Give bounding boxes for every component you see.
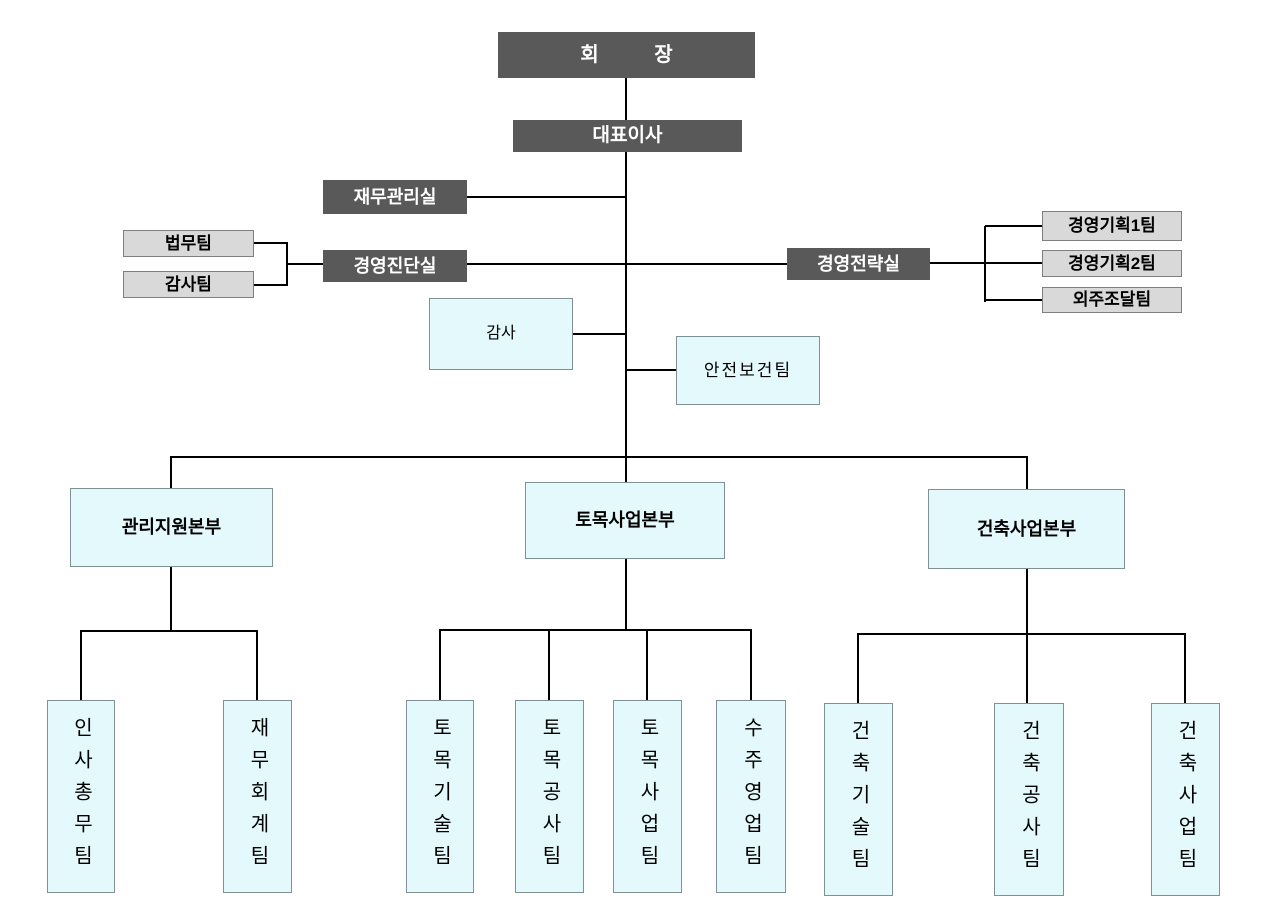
connector-civil-row (439, 629, 752, 631)
connector-drop-order-sales (750, 629, 752, 700)
audit-dept-team-label: 감사팀 (165, 274, 212, 294)
org-node-arch-biz-team: 건축사업팀 (1151, 703, 1220, 896)
org-node-arch-div: 건축사업본부 (928, 489, 1125, 569)
mgmt-strategy-office-label: 경영전략실 (817, 253, 900, 274)
civil-tech-team-label: 토목기술팀 (429, 716, 451, 877)
org-node-planning-team-1: 경영기획1팀 (1042, 211, 1182, 241)
org-node-auditor: 감사 (429, 298, 573, 370)
connector-drop-arch-div (1026, 456, 1028, 489)
order-sales-team-label: 수주영업팀 (740, 716, 762, 877)
org-node-legal-team: 법무팀 (123, 230, 254, 257)
connector-legal-stub (254, 242, 287, 244)
connector-civil-down (625, 559, 627, 631)
connector-audit-stub (254, 284, 287, 286)
org-node-civil-constr-team: 토목공사팀 (515, 700, 584, 893)
org-node-hr-ga-team: 인사총무팀 (47, 700, 115, 893)
connector-drop-civil-tech (439, 629, 441, 700)
org-node-ceo: 대표이사 (513, 120, 742, 152)
mgmt-diagnosis-office-label: 경영진단실 (353, 255, 437, 276)
org-node-chairman: 회 장 (498, 32, 755, 78)
connector-division-row (170, 456, 1028, 458)
org-node-order-sales-team: 수주영업팀 (716, 700, 786, 893)
connector-drop-arch-tech (857, 633, 859, 703)
fin-acct-team-label: 재무회계팀 (246, 716, 269, 877)
org-node-finance-mgmt-office: 재무관리실 (323, 180, 467, 214)
org-node-fin-acct-team: 재무회계팀 (223, 700, 292, 893)
mgmt-support-div-label: 관리지원본부 (121, 517, 222, 538)
arch-div-label: 건축사업본부 (976, 518, 1077, 539)
connector-right-bracket (984, 226, 986, 302)
safety-health-team-label: 안전보건팀 (703, 360, 793, 380)
connector-drop-support-div (170, 456, 172, 488)
arch-biz-team-label: 건축사업팀 (1174, 719, 1197, 880)
civil-constr-team-label: 토목공사팀 (538, 716, 561, 877)
connector-finance-mgmt-office (466, 196, 627, 198)
hr-ga-team-label: 인사총무팀 (70, 716, 92, 877)
connector-drop-hr (80, 630, 82, 700)
chairman-label: 회 장 (580, 43, 673, 66)
legal-team-label: 법무팀 (165, 233, 212, 253)
connector-arch-row (857, 633, 1186, 635)
org-node-outsourcing-team: 외주조달팀 (1042, 287, 1182, 313)
org-node-audit-dept-team: 감사팀 (123, 271, 254, 298)
org-node-civil-biz-team: 토목사업팀 (613, 700, 682, 893)
connector-drop-civil-constr (548, 629, 550, 700)
org-node-civil-div: 토목사업본부 (525, 482, 725, 559)
connector-outsourcing-stub (985, 299, 1042, 301)
planning-team-1-label: 경영기획1팀 (1068, 216, 1156, 236)
connector-drop-civil-biz (646, 629, 648, 700)
connector-arch-down (1026, 569, 1028, 635)
org-node-planning-team-2: 경영기획2팀 (1042, 250, 1182, 277)
connector-drop-finacct (256, 630, 258, 700)
org-node-arch-constr-team: 건축공사팀 (994, 703, 1064, 896)
auditor-label: 감사 (486, 324, 516, 342)
org-node-mgmt-diagnosis-office: 경영진단실 (323, 250, 467, 282)
connector-diagnosis-strategy (466, 263, 787, 265)
org-node-mgmt-strategy-office: 경영전략실 (787, 248, 930, 280)
connector-main-spine (625, 152, 627, 482)
finance-mgmt-office-label: 재무관리실 (353, 186, 437, 207)
org-node-mgmt-support-div: 관리지원본부 (70, 488, 273, 567)
ceo-label: 대표이사 (592, 125, 663, 147)
connector-planning2-stub (985, 262, 1042, 264)
connector-safety-health (627, 369, 676, 371)
org-node-safety-health-team: 안전보건팀 (676, 336, 820, 405)
civil-biz-team-label: 토목사업팀 (636, 716, 659, 877)
connector-chairman-ceo (625, 78, 627, 120)
outsourcing-team-label: 외주조달팀 (1072, 290, 1152, 310)
connector-support-row (80, 630, 258, 632)
org-node-civil-tech-team: 토목기술팀 (406, 700, 474, 893)
connector-drop-arch-constr (1026, 633, 1028, 703)
connector-left-bracket-join (287, 263, 323, 265)
connector-drop-arch-biz (1184, 633, 1186, 703)
civil-div-label: 토목사업본부 (575, 510, 675, 531)
planning-team-2-label: 경영기획2팀 (1068, 253, 1156, 273)
connector-auditor (573, 333, 627, 335)
connector-strategy-out (930, 262, 985, 264)
connector-support-down (170, 567, 172, 632)
connector-planning1-stub (985, 225, 1042, 227)
arch-tech-team-label: 건축기술팀 (847, 719, 870, 880)
arch-constr-team-label: 건축공사팀 (1018, 719, 1040, 880)
org-node-arch-tech-team: 건축기술팀 (824, 703, 893, 896)
